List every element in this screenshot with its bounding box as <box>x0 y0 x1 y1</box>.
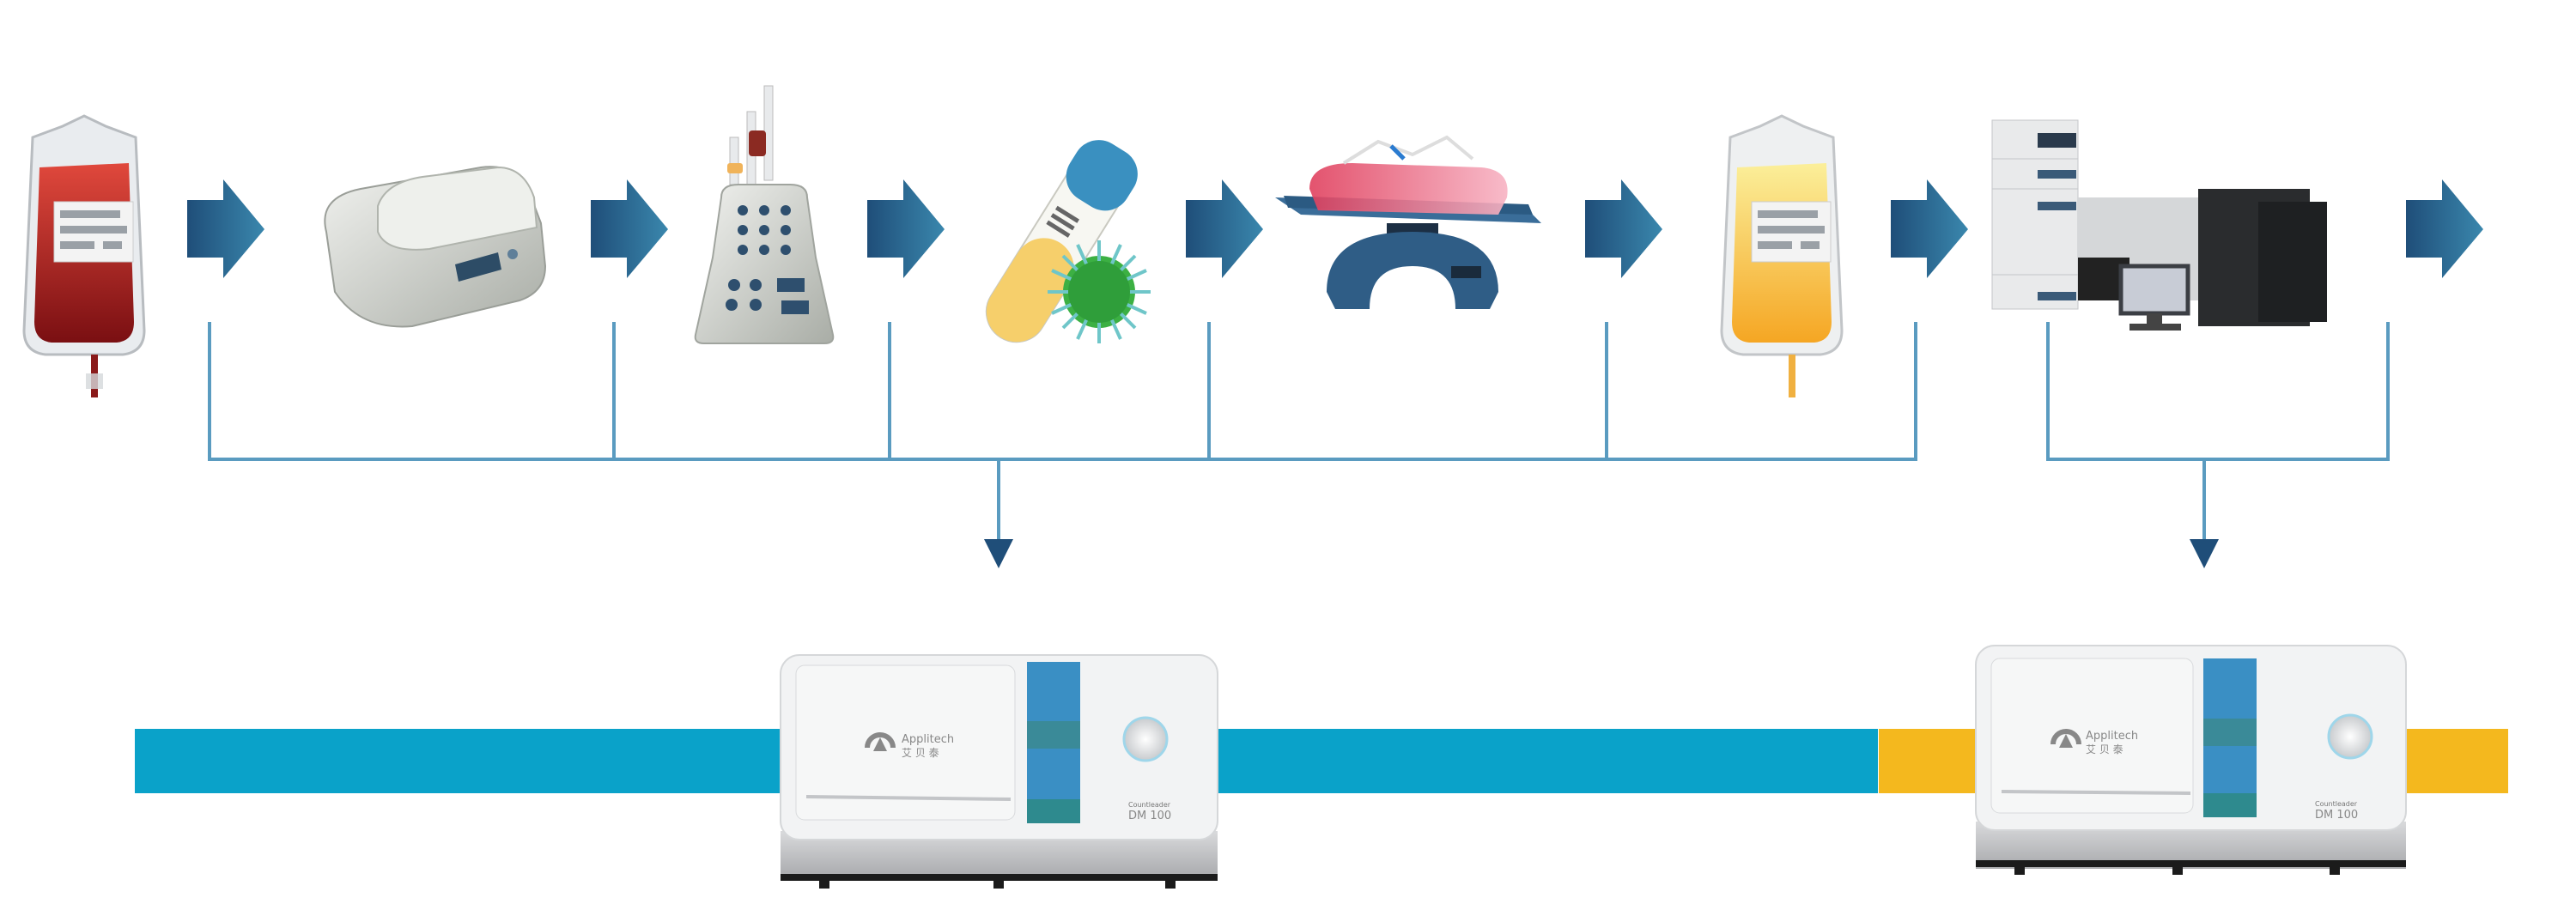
down-arrow-2-icon <box>2190 539 2219 568</box>
device-model: DM 100 <box>1128 810 1171 822</box>
brand-cn: 艾 贝 泰 <box>902 747 939 759</box>
cell-separator-icon <box>694 85 835 344</box>
brand-cn: 艾 贝 泰 <box>2086 743 2123 755</box>
power-button[interactable] <box>1122 716 1169 762</box>
cell-counter-device-2: Applitech 艾 贝 泰 Countleader DM 100 <box>1975 645 2407 875</box>
down-arrow-1-icon <box>984 539 1013 568</box>
centrifuge-icon <box>324 166 547 328</box>
flow-arrow-7-icon <box>2406 179 2483 278</box>
virus-icon <box>1048 240 1151 343</box>
connector-group-in-process <box>208 322 1917 549</box>
cell-counter-device-1: Applitech 艾 贝 泰 Countleader DM 100 <box>780 654 1218 889</box>
device-series: Countleader <box>2315 800 2358 808</box>
applitech-logo: Applitech 艾 贝 泰 <box>865 732 954 759</box>
lab-instruments-icon <box>1991 119 2327 331</box>
flow-arrow-3-icon <box>867 179 945 278</box>
product-bag-icon <box>1720 114 1844 397</box>
blood-bag-icon <box>22 114 146 397</box>
connector-group-release <box>2046 322 2390 549</box>
brand-en: Applitech <box>902 733 954 746</box>
device-model: DM 100 <box>2315 809 2358 822</box>
brand-en: Applitech <box>2086 730 2138 743</box>
flow-arrow-6-icon <box>1891 179 1968 278</box>
flow-arrow-2-icon <box>591 179 668 278</box>
applitech-logo: Applitech 艾 贝 泰 <box>2050 729 2138 755</box>
power-button[interactable] <box>2327 713 2373 760</box>
flow-arrow-5-icon <box>1585 179 1662 278</box>
flow-arrow-1-icon <box>187 179 264 278</box>
test-tube-virus-icon <box>985 140 1151 343</box>
device-series: Countleader <box>1128 801 1171 809</box>
rocker-bioreactor-icon <box>1275 135 1541 309</box>
flow-arrow-4-icon <box>1186 179 1263 278</box>
